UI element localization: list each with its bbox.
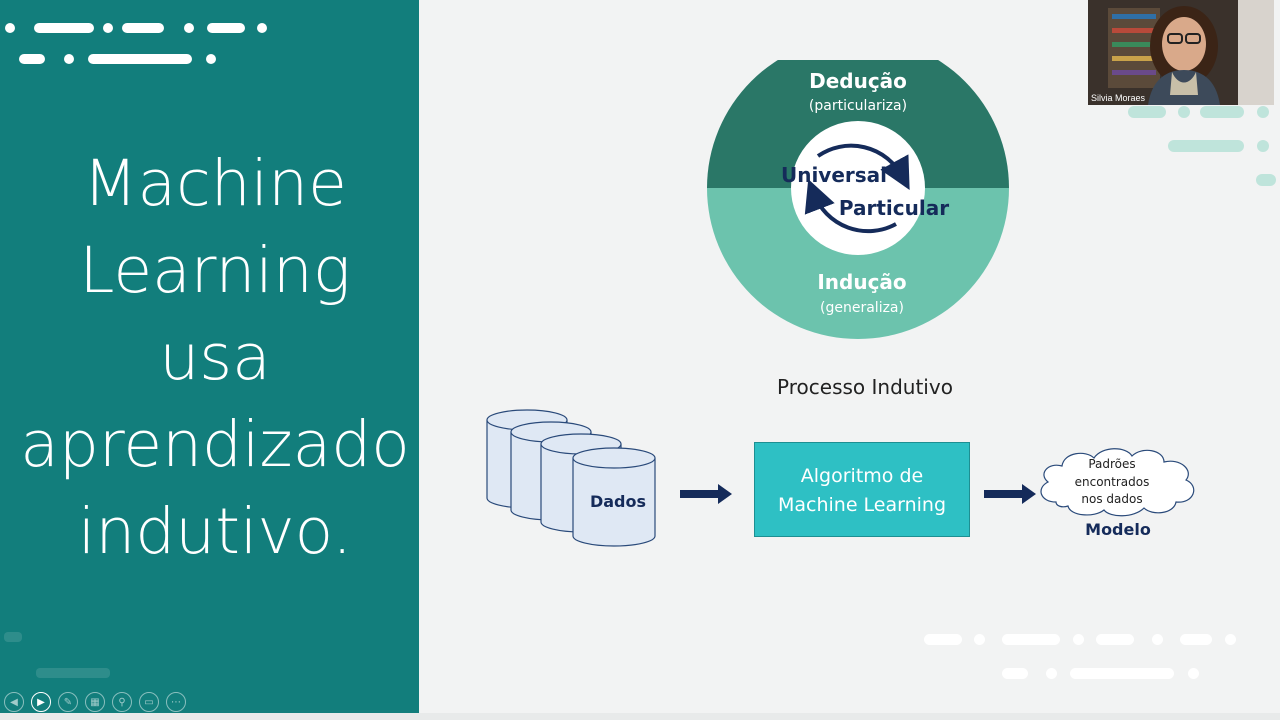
presentation-toolbar: ◀ ▶ ✎ ▦ ⚲ ▭ ⋯ — [4, 692, 186, 712]
decor-dash — [207, 23, 245, 33]
more-options-icon[interactable]: ⋯ — [166, 692, 186, 712]
decor-faint — [36, 668, 110, 678]
decor-dash — [924, 634, 962, 645]
model-label: Modelo — [1068, 520, 1168, 539]
subtitles-icon[interactable]: ▭ — [139, 692, 159, 712]
slide-title: Machine Learning usa aprendizado indutiv… — [0, 140, 430, 575]
decor-dot — [184, 23, 194, 33]
deduction-label: Dedução — [809, 69, 907, 93]
decor-dot — [974, 634, 985, 645]
title-line: Machine — [0, 140, 430, 227]
decor-dash — [1002, 634, 1060, 645]
decor-dash — [1002, 668, 1028, 679]
decor-dot — [5, 23, 15, 33]
decor-dash — [1070, 668, 1174, 679]
decor-dash — [1180, 634, 1212, 645]
decor-dot — [1178, 106, 1190, 118]
particular-label: Particular — [839, 196, 949, 220]
decor-dash — [1200, 106, 1244, 118]
decor-dot — [1257, 140, 1269, 152]
slide-title-panel: Machine Learning usa aprendizado indutiv… — [0, 0, 419, 713]
zoom-icon[interactable]: ⚲ — [112, 692, 132, 712]
decor-dash — [34, 23, 94, 33]
data-label: Dados — [590, 492, 646, 511]
arrow-right-icon — [680, 484, 732, 504]
process-title: Processo Indutivo — [750, 375, 980, 399]
induction-label: Indução — [817, 270, 906, 294]
cloud-icon: Padrões encontrados nos dados — [1034, 444, 1202, 520]
decor-dot — [1225, 634, 1236, 645]
ml-algorithm-box: Algoritmo de Machine Learning — [754, 442, 970, 537]
title-line: indutivo. — [0, 488, 430, 575]
participant-avatar — [1088, 0, 1274, 105]
play-icon[interactable]: ▶ — [31, 692, 51, 712]
participant-name: Silvia Moraes — [1091, 93, 1145, 103]
previous-icon[interactable]: ◀ — [4, 692, 24, 712]
decor-dash — [1128, 106, 1166, 118]
decor-dot — [257, 23, 267, 33]
decor-dot — [103, 23, 113, 33]
slides-grid-icon[interactable]: ▦ — [85, 692, 105, 712]
decor-dot — [1073, 634, 1084, 645]
algorithm-line: Algoritmo de — [755, 462, 969, 491]
title-line: Learning — [0, 227, 430, 314]
induction-sublabel: (generaliza) — [820, 300, 904, 316]
pen-icon[interactable]: ✎ — [58, 692, 78, 712]
universal-label: Universal — [781, 163, 887, 187]
model-line: nos dados — [1081, 492, 1142, 506]
arrow-right-icon — [984, 484, 1036, 504]
bottom-strip — [0, 713, 1280, 720]
cycle-center — [791, 121, 925, 255]
title-line: aprendizado — [0, 401, 430, 488]
decor-dash — [1096, 634, 1134, 645]
decor-dot — [206, 54, 216, 64]
decor-dash — [19, 54, 45, 64]
decor-dash — [1256, 174, 1276, 186]
participant-video[interactable]: Silvia Moraes — [1088, 0, 1274, 105]
decor-dot — [1046, 668, 1057, 679]
algorithm-line: Machine Learning — [755, 491, 969, 520]
decor-dash — [1168, 140, 1244, 152]
decor-dash — [88, 54, 192, 64]
deduction-induction-diagram: Dedução (particulariza) Universal Partic… — [700, 60, 1016, 346]
decor-faint — [4, 632, 22, 642]
decor-dot — [1188, 668, 1199, 679]
model-line: Padrões — [1088, 457, 1135, 471]
decor-dot — [1152, 634, 1163, 645]
model-line: encontrados — [1075, 475, 1150, 489]
decor-dot — [1257, 106, 1269, 118]
decor-dash — [122, 23, 164, 33]
title-line: usa — [0, 314, 430, 401]
data-cylinders-icon: Dados — [484, 408, 660, 553]
deduction-sublabel: (particulariza) — [809, 98, 907, 114]
decor-dot — [64, 54, 74, 64]
